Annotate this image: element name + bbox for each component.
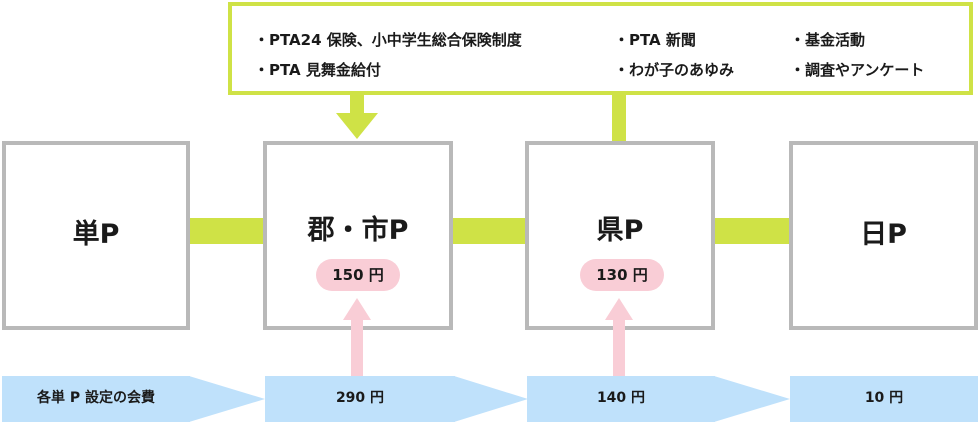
fee-badge: 150 円	[316, 259, 400, 291]
activity-item: ・基金活動	[790, 31, 866, 49]
down-arrow-shaft	[350, 95, 364, 115]
fee-value: 10 円	[864, 390, 904, 406]
org-box-gun-shi-p: 郡・市P 150 円	[263, 141, 453, 330]
connector-line	[453, 218, 528, 244]
activity-item: ・PTA 新聞	[614, 31, 696, 49]
fee-cell: 140 円	[527, 376, 715, 422]
org-label: 日P	[860, 219, 907, 250]
activity-item: ・PTA 見舞金給付	[254, 61, 381, 79]
connector-line	[612, 95, 626, 141]
org-box-tan-p: 単P	[2, 141, 190, 330]
connector-line	[190, 218, 265, 244]
activity-item: ・調査やアンケート	[790, 61, 925, 79]
fee-value: 140 円	[596, 390, 646, 406]
org-box-ken-p: 県P 130 円	[525, 141, 715, 330]
fee-cell: 290 円	[265, 376, 455, 422]
right-arrow-icon	[189, 376, 265, 422]
up-arrow-shaft	[613, 319, 625, 376]
up-arrow-shaft	[351, 319, 363, 376]
activities-box: ・PTA24 保険、小中学生総合保険制度 ・PTA 新聞 ・基金活動 ・PTA …	[228, 2, 973, 95]
fee-badge: 130 円	[580, 259, 664, 291]
right-arrow-icon	[454, 376, 528, 422]
org-box-nichi-p: 日P	[789, 141, 978, 330]
fee-value: 290 円	[335, 390, 385, 406]
org-label: 県P	[596, 215, 644, 246]
activity-item: ・PTA24 保険、小中学生総合保険制度	[254, 31, 522, 49]
up-arrow-icon	[343, 298, 371, 320]
org-label: 単P	[72, 219, 120, 250]
fee-label: 各単 P 設定の会費	[36, 390, 155, 406]
org-label: 郡・市P	[307, 215, 409, 246]
fee-label-cell: 各単 P 設定の会費	[2, 376, 190, 422]
connector-line	[714, 218, 791, 244]
up-arrow-icon	[605, 298, 633, 320]
down-arrow-icon	[336, 113, 378, 139]
right-arrow-icon	[714, 376, 790, 422]
activity-item: ・わが子のあゆみ	[614, 61, 735, 79]
fee-cell: 10 円	[790, 376, 978, 422]
